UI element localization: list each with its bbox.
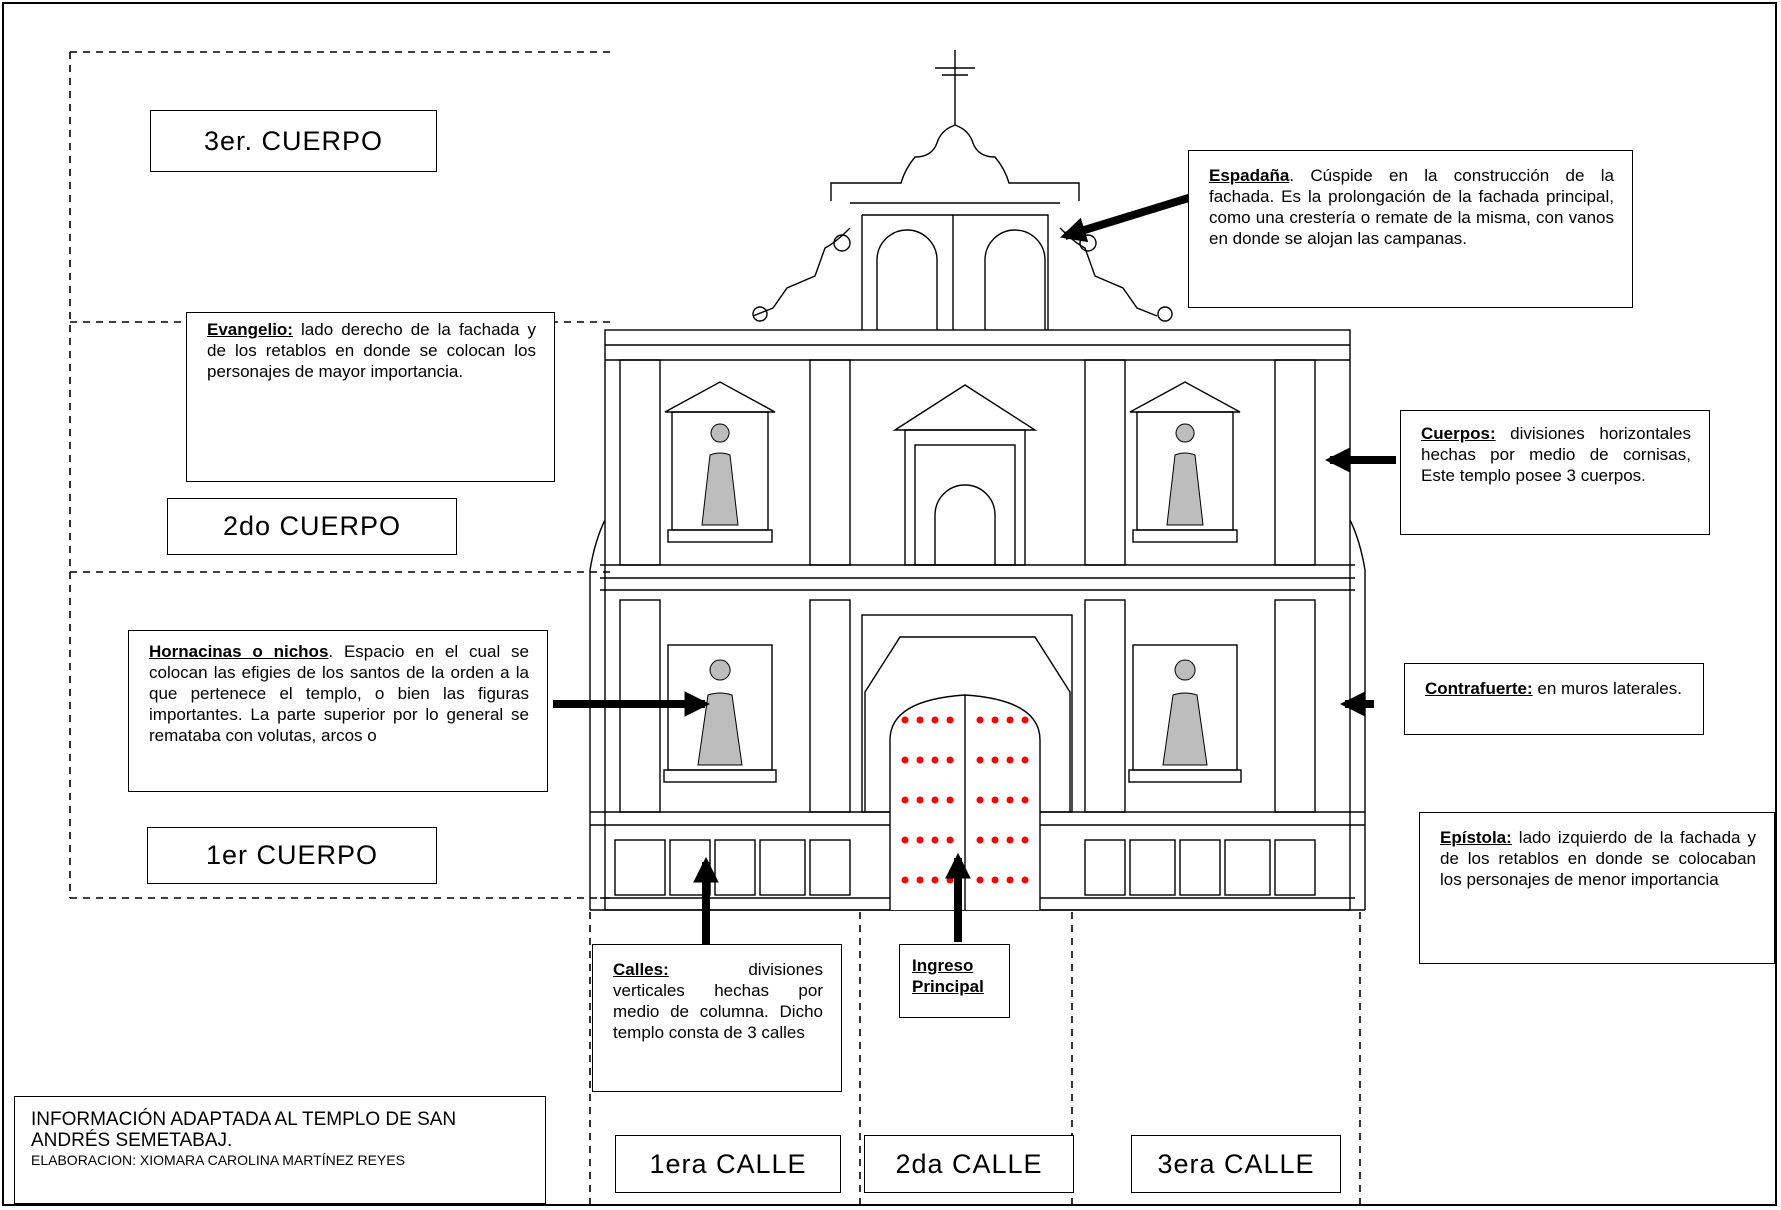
note-evangelio-text: lado derecho de la fachada y de los reta… (207, 320, 536, 381)
note-epistola: Epístola: lado izquierdo de la fachada y… (1419, 812, 1775, 964)
label-1er-cuerpo: 1er CUERPO (147, 827, 437, 884)
note-espadana: Espadaña. Cúspide en la construcción de … (1188, 150, 1633, 308)
credit-title: INFORMACIÓN ADAPTADA AL TEMPLO DE SAN AN… (31, 1109, 457, 1151)
label-3era-calle: 3era CALLE (1131, 1135, 1341, 1193)
note-calles-term: Calles: (613, 960, 669, 979)
label-1era-calle-text: 1era CALLE (649, 1148, 807, 1179)
label-2da-calle: 2da CALLE (864, 1135, 1074, 1193)
note-calles-text: divisiones verticales hechas por medio d… (613, 960, 823, 1042)
note-cuerpos-text: divisiones horizontales hechas por medio… (1421, 424, 1691, 485)
note-hornacinas-term: Hornacinas o nichos (149, 642, 329, 661)
note-ingreso-principal-term: Ingreso Principal (912, 956, 984, 996)
calle-division-lines (589, 912, 1361, 1206)
label-2do-cuerpo-text: 2do CUERPO (222, 511, 402, 541)
espadana-drawing (752, 50, 1173, 330)
note-hornacinas-text: . Espacio en el cual se colocan las efig… (149, 642, 529, 745)
note-cuerpos: Cuerpos: divisiones horizontales hechas … (1400, 410, 1710, 535)
note-epistola-text: lado izquierdo de la fachada y de los re… (1440, 828, 1756, 889)
note-cuerpos-term: Cuerpos: (1421, 424, 1496, 443)
note-contrafuerte: Contrafuerte: en muros laterales. (1404, 663, 1704, 735)
note-evangelio: Evangelio: lado derecho de la fachada y … (186, 312, 555, 482)
annotation-arrows (553, 192, 1396, 946)
label-1era-calle: 1era CALLE (615, 1135, 841, 1193)
note-hornacinas: Hornacinas o nichos. Espacio en el cual … (128, 630, 548, 792)
note-espadana-text: . Cúspide en la construcción de la facha… (1209, 166, 1614, 248)
note-contrafuerte-text: en muros laterales. (1532, 679, 1682, 698)
note-ingreso-principal: Ingreso Principal (899, 944, 1010, 1018)
credit-box: INFORMACIÓN ADAPTADA AL TEMPLO DE SAN AN… (14, 1096, 546, 1204)
note-espadana-term: Espadaña (1209, 166, 1290, 185)
label-3er-cuerpo-text: 3er. CUERPO (203, 125, 384, 156)
label-2da-calle-text: 2da CALLE (895, 1148, 1043, 1179)
cuerpo-division-lines (69, 51, 610, 899)
credit-author: ELABORACION: XIOMARA CAROLINA MARTÍNEZ R… (31, 1152, 405, 1168)
note-epistola-term: Epístola: (1440, 828, 1512, 847)
note-calles: Calles: divisiones verticales hechas por… (592, 944, 842, 1092)
label-1er-cuerpo-text: 1er CUERPO (205, 840, 379, 870)
note-evangelio-term: Evangelio: (207, 320, 293, 339)
note-contrafuerte-term: Contrafuerte: (1425, 679, 1533, 698)
label-2do-cuerpo: 2do CUERPO (167, 498, 457, 555)
label-3er-cuerpo: 3er. CUERPO (150, 110, 437, 172)
label-3era-calle-text: 3era CALLE (1157, 1148, 1315, 1179)
main-door (889, 694, 1041, 910)
saint-figures (697, 423, 1208, 766)
